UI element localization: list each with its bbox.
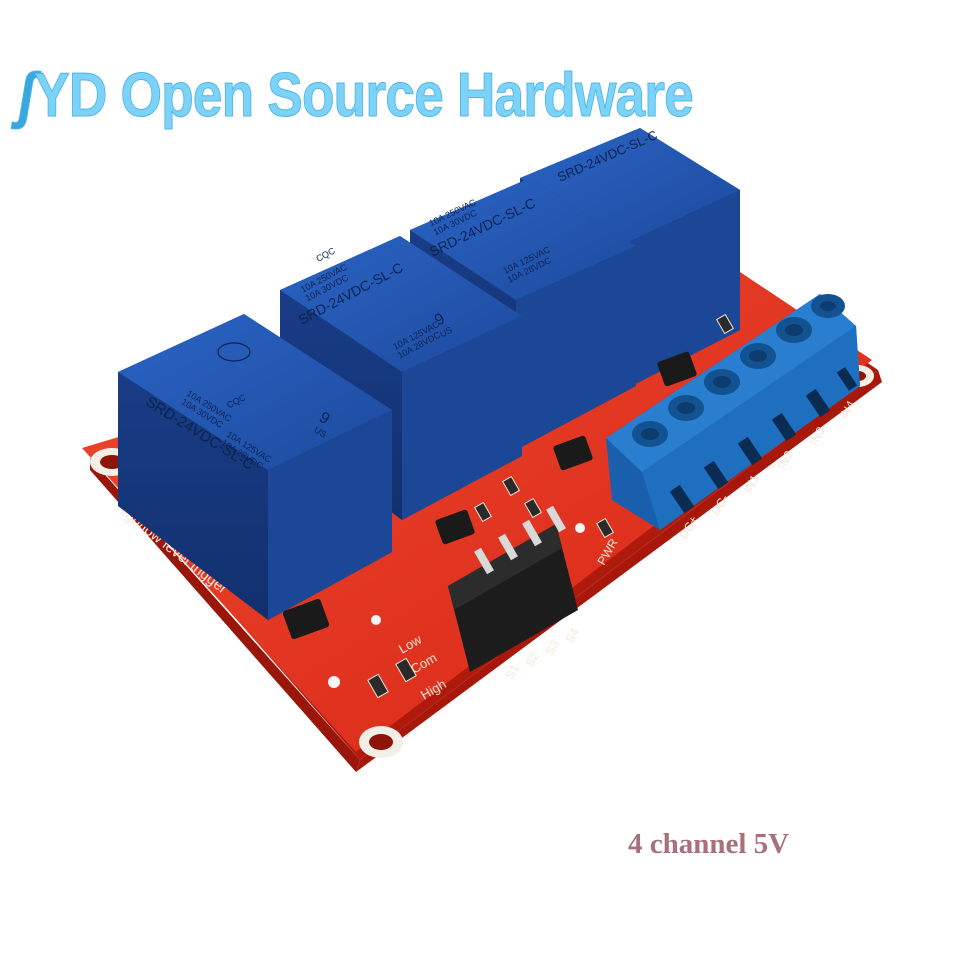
jumper-label-s3: S3 (542, 638, 562, 658)
jumper-label-s4: S4 (562, 626, 582, 646)
jumper-label-s1: S1 (502, 662, 522, 682)
jumper-header (448, 505, 578, 672)
screw-terminal-block (606, 294, 860, 530)
smd-components (367, 313, 735, 699)
jumper-labels: S1 S2 S3 S4 (502, 626, 582, 682)
brand-swoosh: ʃ (18, 61, 36, 131)
brand-watermark-text: YD Open Source Hardware (34, 61, 695, 131)
relay-1: CQC 10A 250VAC 10A 30VDC SRD-24VDC-SL-C … (118, 314, 392, 620)
optocoupler-chips (282, 351, 697, 640)
brand-watermark: ʃYD Open Source Hardware (18, 60, 695, 131)
product-caption: 4 channel 5V (628, 828, 790, 860)
led-indicators (328, 523, 585, 688)
relay-2-cqc: CQC (314, 245, 337, 263)
jumper-label-s2: S2 (522, 650, 542, 670)
